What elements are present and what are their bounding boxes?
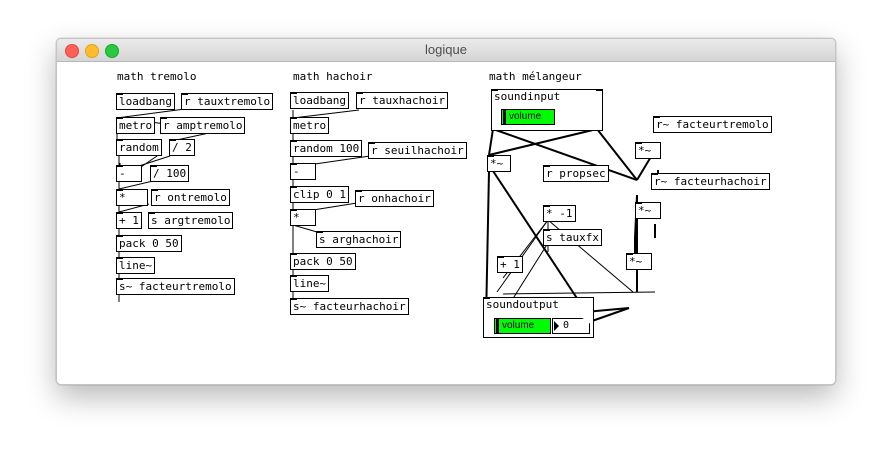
zoom-icon[interactable]	[105, 44, 119, 58]
hachoir-minus[interactable]: -	[290, 163, 316, 180]
output-number-value: 0	[563, 320, 570, 331]
tremolo-line[interactable]: line~	[116, 257, 156, 274]
hachoir-r-tauxhachoir[interactable]: r tauxhachoir	[356, 92, 449, 109]
hachoir-r-seuilhachoir[interactable]: r seuilhachoir	[368, 142, 467, 159]
mel-mult3[interactable]: *~	[635, 202, 661, 219]
mel-plus1[interactable]: + 1	[497, 256, 523, 273]
melangeur-title: math mélangeur	[489, 70, 582, 83]
patch-window: logique	[56, 38, 836, 385]
hachoir-mult[interactable]: *	[290, 209, 316, 226]
minimize-icon[interactable]	[85, 44, 99, 58]
tremolo-plus1[interactable]: + 1	[116, 212, 142, 229]
volume-in-label: volume	[509, 111, 542, 122]
tremolo-div2[interactable]: / 2	[169, 139, 195, 156]
volume-in-slider-knob[interactable]	[503, 110, 506, 124]
hachoir-random[interactable]: random 100	[290, 140, 363, 157]
hachoir-loadbang[interactable]: loadbang	[290, 92, 349, 109]
hachoir-s-arghachoir[interactable]: s arghachoir	[316, 231, 402, 248]
close-icon[interactable]	[65, 44, 79, 58]
tremolo-s-argtremolo[interactable]: s argtremolo	[148, 212, 234, 229]
tremolo-mult[interactable]: *	[116, 189, 148, 206]
number-box-triangle-icon	[554, 321, 559, 331]
mel-r-facteurhachoir[interactable]: r~ facteurhachoir	[651, 173, 770, 190]
soundinput-subpatch[interactable]: soundinput volume	[491, 89, 603, 131]
hachoir-pack[interactable]: pack 0 50	[290, 253, 356, 270]
mel-r-facteurtremolo[interactable]: r~ facteurtremolo	[653, 116, 772, 133]
soundinput-label: soundinput	[494, 90, 561, 103]
tremolo-r-tauxtremolo[interactable]: r tauxtremolo	[181, 93, 274, 110]
title-bar: logique	[57, 39, 835, 62]
tremolo-div100[interactable]: / 100	[150, 165, 190, 182]
volume-out-slider-knob[interactable]	[496, 319, 499, 333]
volume-in-slider[interactable]: volume	[501, 109, 555, 125]
hachoir-title: math hachoir	[293, 70, 373, 83]
window-title: logique	[425, 42, 467, 57]
patch-canvas[interactable]: math tremolo loadbang r tauxtremolo metr…	[57, 62, 835, 384]
mel-mult4[interactable]: *~	[626, 253, 652, 270]
mel-mult2[interactable]: *~	[635, 142, 661, 159]
output-number-box[interactable]: 0	[552, 318, 590, 334]
soundoutput-label: soundoutput	[486, 298, 559, 311]
tremolo-loadbang[interactable]: loadbang	[116, 93, 175, 110]
tremolo-title: math tremolo	[117, 70, 197, 83]
hachoir-s-facteurhachoir[interactable]: s~ facteurhachoir	[290, 298, 409, 315]
soundoutput-subpatch[interactable]: soundoutput volume 0	[483, 297, 594, 338]
tremolo-minus[interactable]: -	[116, 165, 142, 182]
volume-out-slider[interactable]: volume	[494, 318, 551, 334]
tremolo-metro[interactable]: metro	[116, 117, 156, 134]
tremolo-random[interactable]: random	[116, 139, 162, 156]
hachoir-r-onhachoir[interactable]: r onhachoir	[355, 190, 434, 207]
hachoir-metro[interactable]: metro	[290, 117, 330, 134]
tremolo-pack[interactable]: pack 0 50	[116, 235, 182, 252]
hachoir-clip[interactable]: clip 0 1	[290, 186, 349, 203]
mel-mult1[interactable]: *~	[487, 155, 511, 172]
tremolo-s-facteurtremolo[interactable]: s~ facteurtremolo	[116, 278, 235, 295]
mel-r-propsec[interactable]: r propsec	[543, 165, 609, 182]
mel-times-neg1[interactable]: * -1	[543, 205, 576, 222]
tremolo-r-ontremolo[interactable]: r ontremolo	[151, 189, 230, 206]
tremolo-r-amptremolo[interactable]: r amptremolo	[160, 117, 246, 134]
volume-out-label: volume	[502, 320, 535, 331]
hachoir-line[interactable]: line~	[290, 275, 330, 292]
mel-s-tauxfx[interactable]: s tauxfx	[543, 229, 602, 246]
